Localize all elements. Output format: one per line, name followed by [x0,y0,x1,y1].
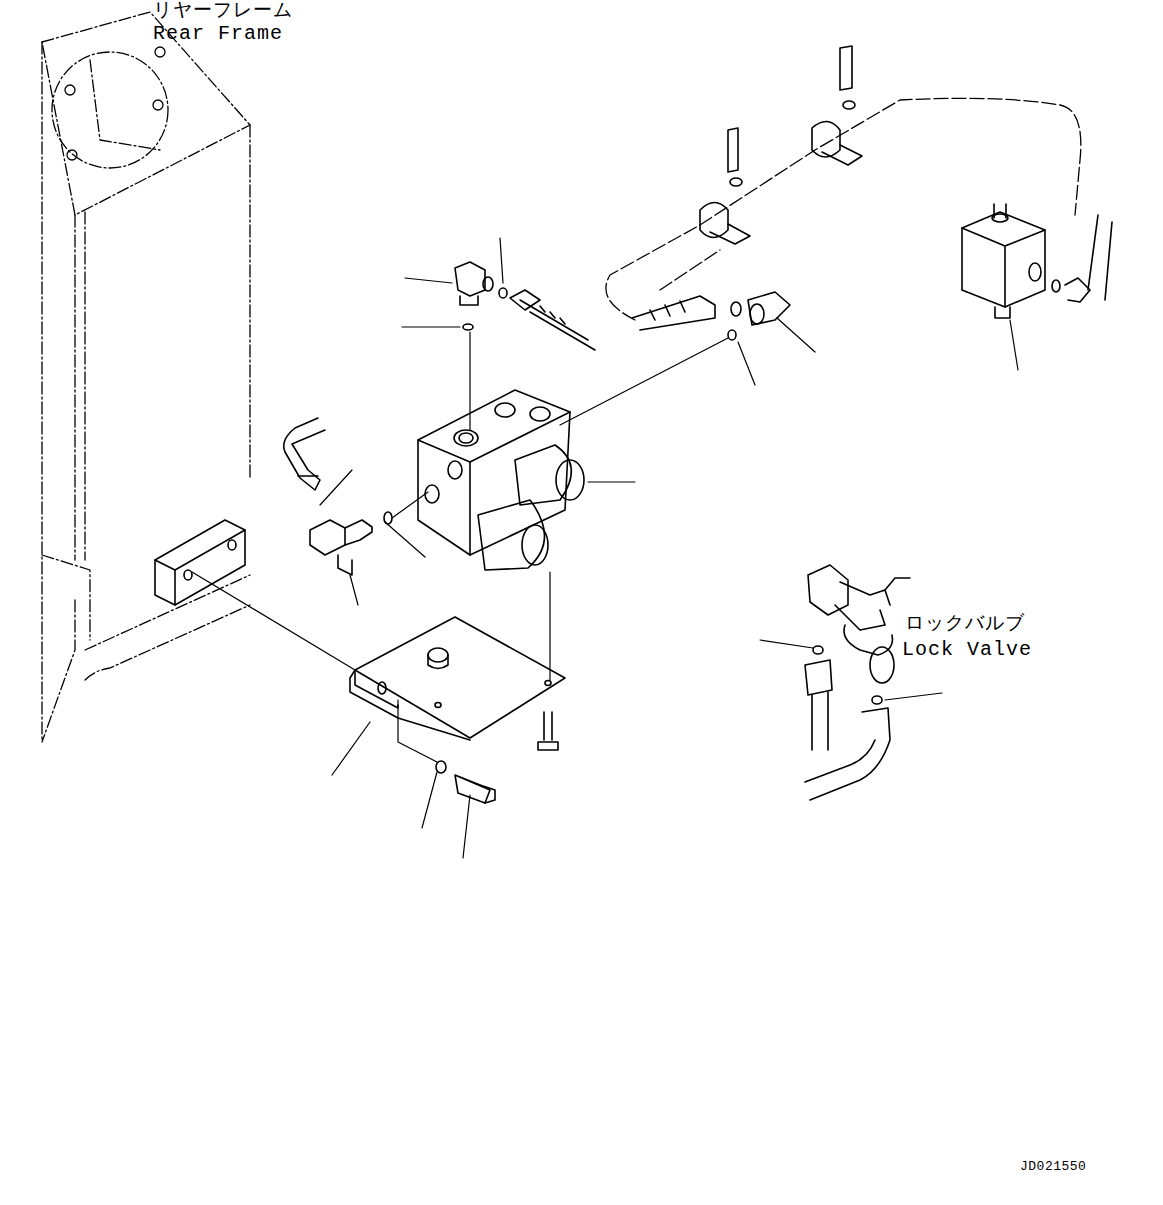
valve-block [418,390,584,570]
part-name-ja: ロックバルブ [905,614,1025,635]
frame-holes [65,47,165,160]
hose-route [606,98,1081,320]
bracket [350,617,565,740]
hose [510,290,595,350]
junction-block [962,204,1112,318]
part-name: Lock Valve [902,639,1032,661]
leader-lines [192,238,1018,858]
rear-frame [42,12,250,742]
part-name-ja: リヤーフレーム [153,1,293,22]
drawing-number: JD021550 [1020,1160,1086,1174]
side-fitting [284,418,392,575]
elbow-fitting [455,262,507,330]
mounting-tab [155,520,245,605]
hose-clamps [700,46,862,244]
part-name: Rear Frame [153,23,283,45]
pipe-fitting [632,292,790,340]
lock-valve [805,565,910,800]
bolts [436,712,558,803]
